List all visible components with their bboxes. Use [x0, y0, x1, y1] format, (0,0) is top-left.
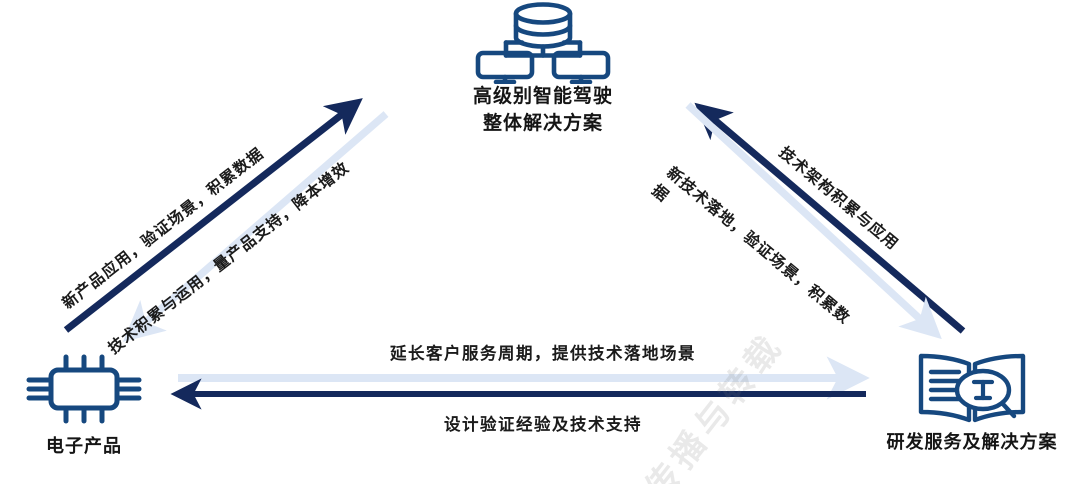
node-left-electronic-product[interactable]: 电子产品 [0, 350, 168, 460]
node-top-label-line1: 高级别智能驾驶 [472, 86, 613, 107]
node-top-label-line2: 整体解决方案 [482, 112, 603, 134]
edge-label-bottom-right-light: 延长客户服务周期，提供技术落地场景 [390, 344, 696, 363]
node-top-solution[interactable]: 高级别智能驾驶 整体解决方案 [393, 2, 693, 138]
edge-right-up-dark-arrow [694, 102, 966, 334]
node-top-label: 高级别智能驾驶 整体解决方案 [473, 84, 613, 138]
book-magnifier-icon [918, 353, 1026, 423]
node-right-rd-service[interactable]: 研发服务及解决方案 [858, 348, 1086, 456]
edge-label-bottom-left-dark: 设计验证经验及技术支持 [444, 415, 642, 434]
server-database-network-icon [475, 2, 611, 84]
edge-right-down-light-arrow [685, 102, 942, 340]
microchip-icon [26, 354, 142, 424]
node-left-label: 电子产品 [46, 436, 122, 456]
edge-left-down-light-arrow [122, 111, 389, 342]
node-right-label: 研发服务及解决方案 [886, 432, 1058, 452]
edge-left-up-dark-arrow [63, 98, 363, 333]
